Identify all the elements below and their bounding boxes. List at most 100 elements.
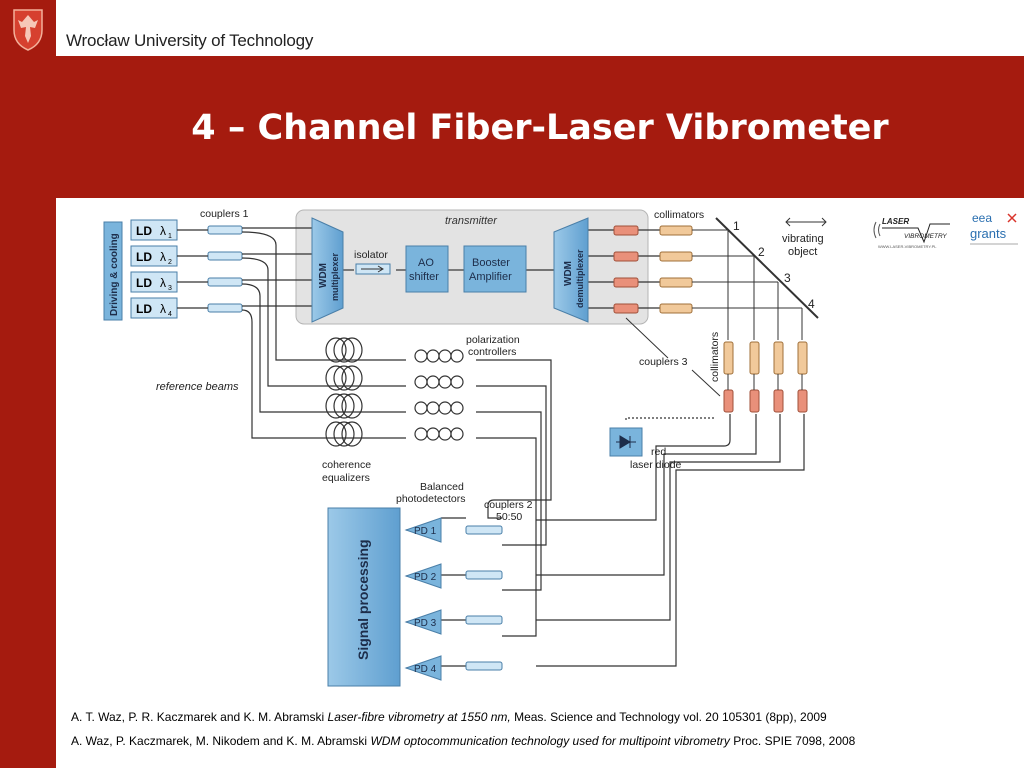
lambda-subscript: 1 (168, 233, 172, 240)
eea-grants-logo: eea grants (970, 211, 1018, 245)
collimators-side-label: collimators (709, 332, 721, 382)
collimators-top-label: collimators (654, 209, 704, 221)
couplers3-pointer (625, 317, 721, 397)
photodetector-3: PD 3 (404, 609, 442, 635)
reference-title: WDM optocommunication technology used fo… (370, 734, 730, 748)
signal-processing-label: Signal processing (355, 539, 371, 660)
driving-cooling-box (103, 221, 123, 321)
point-4-label: 4 (808, 297, 815, 311)
red-laser-label-2: laser diode (630, 459, 682, 471)
vibrometry-text: VIBROMETRY (904, 233, 947, 240)
ao-shifter-label-1: AO (418, 257, 434, 269)
laser-diode-3: LD λ 3 (130, 271, 178, 293)
lambda-symbol: λ (160, 250, 166, 264)
couplers-3-group (613, 225, 639, 314)
polarization-label-2: controllers (468, 346, 516, 358)
vibration-arrow-icon (785, 217, 827, 227)
grants-text: grants (970, 226, 1007, 241)
vibrating-object-label-1: vibrating (782, 233, 824, 245)
reference-authors: A. T. Waz, P. R. Kaczmarek and K. M. Abr… (71, 710, 328, 724)
couplers1-label: couplers 1 (200, 208, 249, 220)
wdm-mux-label-2: multiplexer (330, 252, 340, 301)
vibrating-object-surface (715, 217, 819, 319)
polarization-label-1: polarization (466, 334, 520, 346)
lambda-symbol: λ (160, 224, 166, 238)
vertical-fiber-links (727, 374, 803, 390)
laser-diode-4: LD λ 4 (130, 297, 178, 319)
ao-shifter-label-2: shifter (409, 271, 439, 283)
booster-label-1: Booster (472, 257, 510, 269)
university-name: Wrocław University of Technology (66, 31, 314, 50)
lambda-symbol: λ (160, 276, 166, 290)
fiber-lines (177, 227, 805, 669)
wdm-mux-label-1: WDM (318, 263, 329, 288)
measurement-point-labels: 1 2 3 4 (733, 219, 815, 311)
ao-shifter (405, 245, 449, 293)
eea-star-icon (1007, 213, 1017, 223)
laser-vibrometry-logo: LASER VIBROMETRY WWW.LASER-VIBROMETRY.PL (873, 217, 950, 249)
laser-beams (692, 229, 803, 340)
university-logo (0, 0, 56, 56)
partner-logos: LASER VIBROMETRY WWW.LASER-VIBROMETRY.PL… (873, 211, 1018, 249)
reference-2: A. Waz, P. Kaczmarek, M. Nikodem and K. … (71, 734, 1021, 748)
red-laser-label-1: red (651, 446, 666, 458)
header-bar: Wrocław University of Technology (0, 0, 1024, 56)
isolator-arrow-icon (361, 265, 384, 273)
point-3-label: 3 (784, 271, 791, 285)
diode-icon (616, 435, 636, 449)
laser-diode-1: LD λ 1 (130, 219, 178, 241)
vibrometer-diagram: transmitter Driving & cooling LD λ 1 LD … (103, 208, 827, 687)
couplers2-label-1: couplers 2 (484, 499, 533, 511)
photodetector-4: PD 4 (404, 655, 442, 681)
balanced-pd-label-2: photodetectors (396, 493, 465, 505)
couplers-vertical (723, 389, 808, 413)
laser-vibrometry-url: WWW.LASER-VIBROMETRY.PL (878, 244, 937, 249)
couplers-1-group (207, 225, 243, 313)
reference-source: Proc. SPIE 7098, 2008 (729, 734, 856, 748)
collimators-horizontal (659, 225, 693, 314)
photodetector-1: PD 1 (404, 517, 442, 543)
reference-title: Laser-fibre vibrometry at 1550 nm, (327, 710, 511, 724)
balanced-pd-label-1: Balanced (420, 481, 464, 493)
signal-processing-block (327, 507, 401, 687)
couplers-2-group (465, 525, 503, 671)
reference-source: Meas. Science and Technology vol. 20 105… (510, 710, 827, 724)
lambda-subscript: 2 (168, 259, 172, 266)
title-band: 4 – Channel Fiber-Laser Vibrometer (56, 56, 1024, 198)
pd-label: PD 2 (414, 572, 437, 583)
photodetector-2: PD 2 (404, 563, 442, 589)
couplers3-label: couplers 3 (639, 356, 688, 368)
booster-label-2: Amplifier (469, 271, 512, 283)
driving-cooling-label: Driving & cooling (109, 233, 120, 316)
laser-diode-label: LD (136, 224, 152, 238)
lambda-subscript: 3 (168, 285, 172, 292)
lambda-subscript: 4 (168, 311, 172, 318)
reference-1: A. T. Waz, P. R. Kaczmarek and K. M. Abr… (71, 710, 1021, 724)
laser-diode-2: LD λ 2 (130, 245, 178, 267)
wdm-demux-label-1: WDM (563, 261, 574, 286)
references: A. T. Waz, P. R. Kaczmarek and K. M. Abr… (71, 710, 1021, 758)
reference-authors: A. Waz, P. Kaczmarek, M. Nikodem and K. … (71, 734, 371, 748)
point-2-label: 2 (758, 245, 765, 259)
laser-diode-label: LD (136, 250, 152, 264)
polarization-controllers (414, 349, 464, 441)
laser-diode-label: LD (136, 302, 152, 316)
couplers2-label-2: 50:50 (496, 511, 522, 523)
vibrating-object-label-2: object (788, 246, 817, 258)
eea-text: eea (972, 211, 992, 225)
eagle-crest-icon (13, 9, 43, 51)
pd-label: PD 4 (414, 664, 437, 675)
wdm-demultiplexer (553, 217, 589, 323)
pd-label: PD 1 (414, 526, 437, 537)
isolator-label: isolator (354, 249, 388, 261)
left-brand-strip (0, 56, 56, 768)
red-laser-diode (609, 427, 643, 457)
transmitter-label: transmitter (445, 215, 498, 227)
lambda-symbol: λ (160, 302, 166, 316)
laser-text: LASER (882, 217, 909, 226)
laser-diode-label: LD (136, 276, 152, 290)
wdm-demux-label-2: demultiplexer (575, 249, 585, 308)
coherence-equalizers (325, 337, 363, 447)
wdm-multiplexer (311, 217, 344, 323)
pd-label: PD 3 (414, 618, 437, 629)
